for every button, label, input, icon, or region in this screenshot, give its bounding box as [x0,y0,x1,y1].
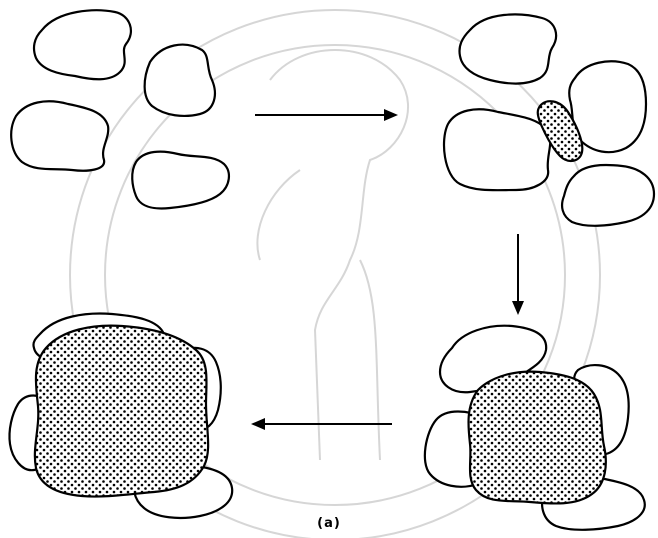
particle-1-bottom [132,152,229,209]
stage-2-binder-addition [444,14,654,225]
figure-caption: (a) [0,516,658,531]
granule-mass [35,326,208,497]
particle-2-left [444,109,550,190]
stage-3-binder-spreading [425,326,645,530]
arrow-down [512,234,524,315]
stage-4-agglomerate [9,314,232,518]
particle-1-right [145,45,215,116]
spreading-binder-mass [468,372,605,504]
particle-1-left [11,101,108,170]
arrow-right [255,109,398,121]
particle-2-top [459,14,556,83]
particle-1-top [34,10,131,79]
stage-1-loose-particles [11,10,229,208]
particle-2-bottom [562,165,654,226]
arrow-left [251,418,392,430]
